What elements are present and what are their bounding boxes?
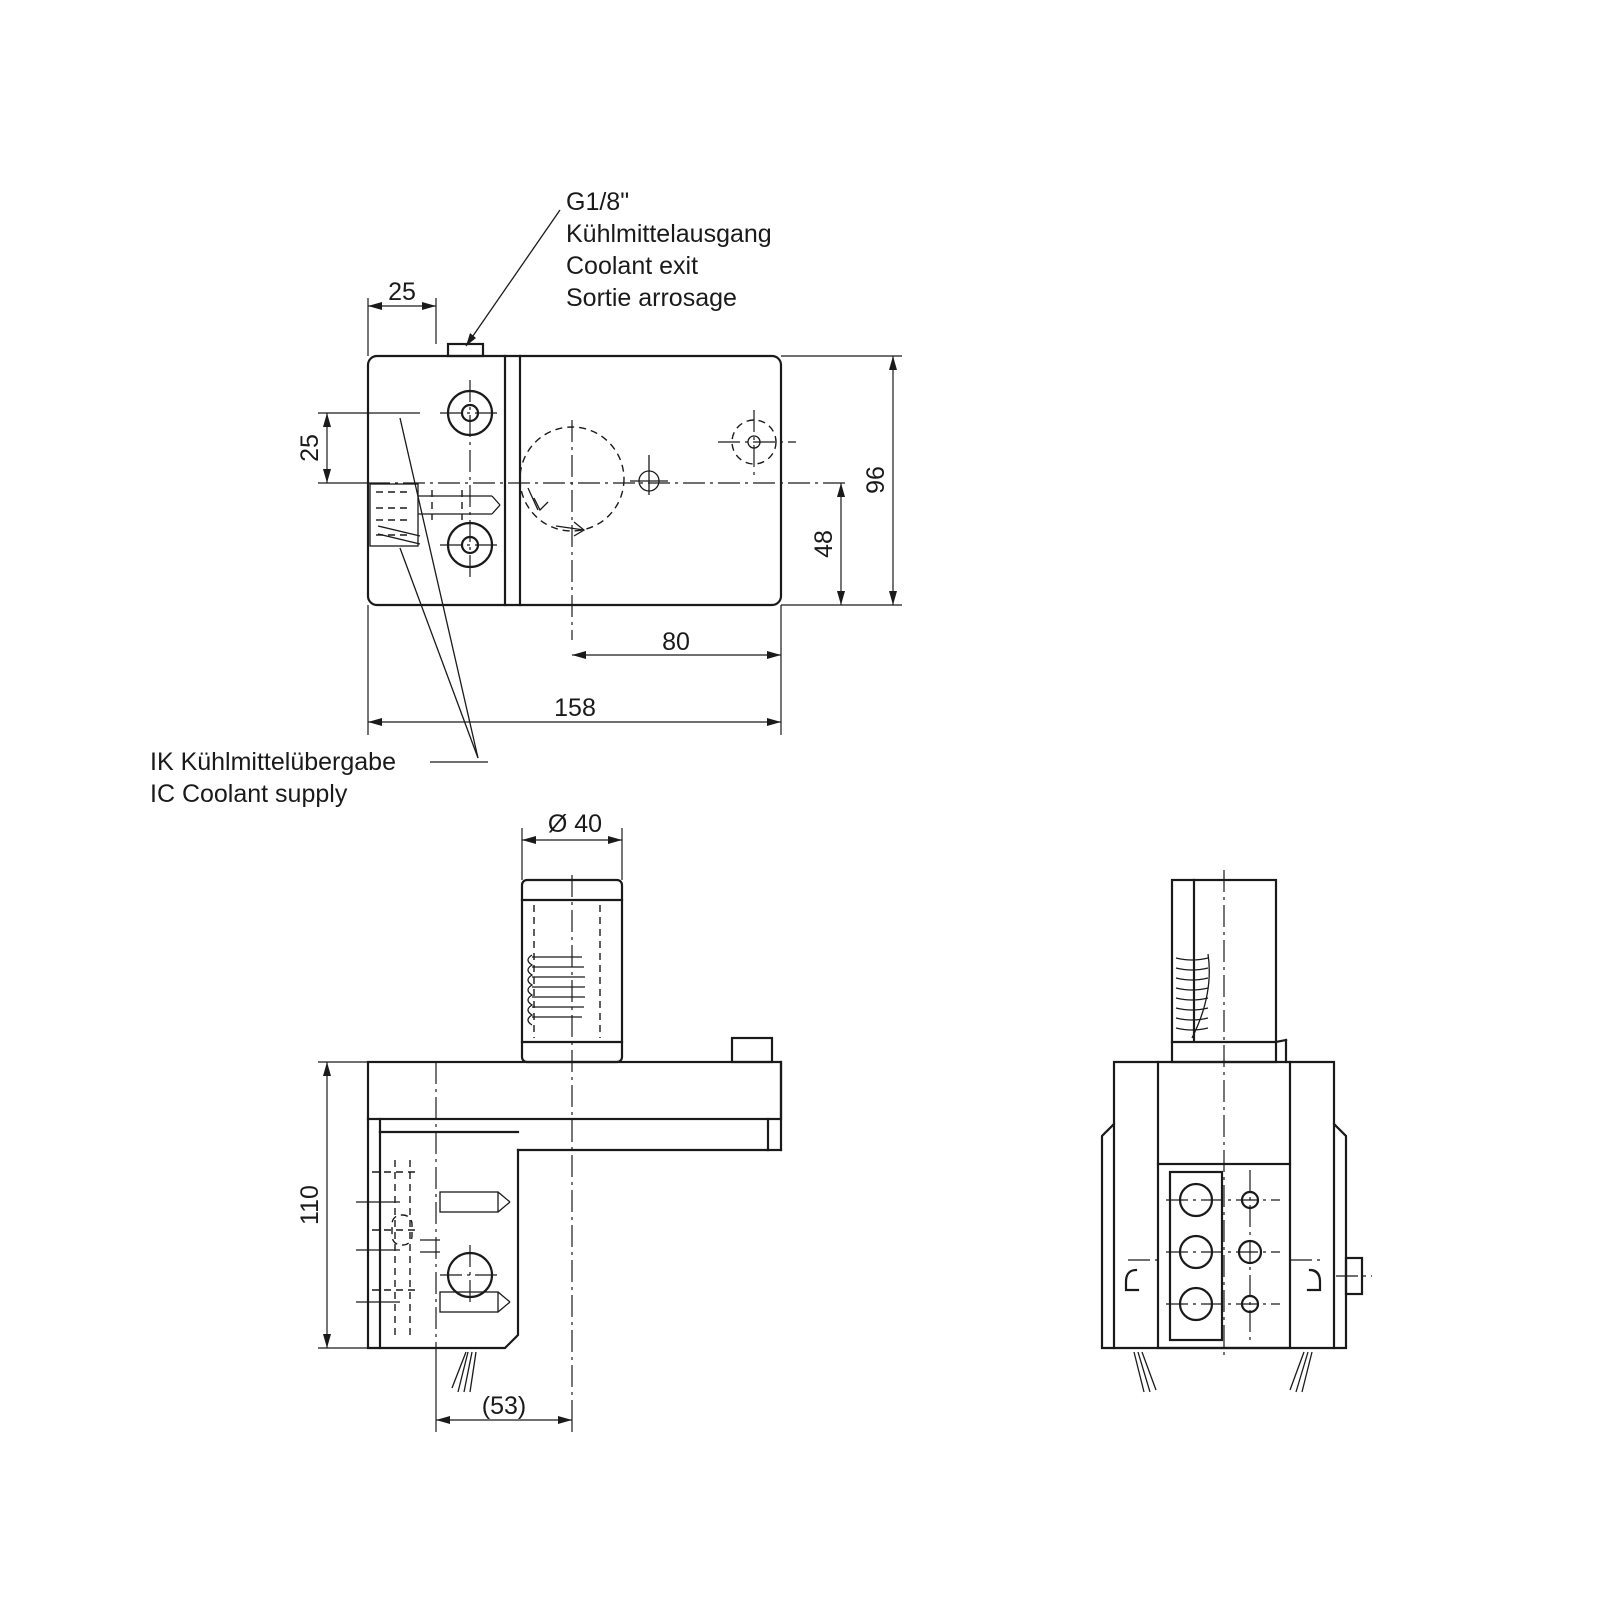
dim-80: 80 — [662, 628, 690, 656]
dim-shank-diameter: Ø 40 — [548, 810, 602, 838]
coolant-exit-port — [446, 342, 485, 358]
coolant-port-hidden — [731, 419, 777, 465]
front-view: Ø 40 110 (53) — [296, 810, 783, 1432]
dim-110: 110 — [296, 1185, 324, 1225]
coolant-supply-en: IC Coolant supply — [150, 780, 348, 808]
top-view: 25 25 96 48 80 158 — [296, 209, 902, 763]
dim-158: 158 — [554, 694, 596, 722]
coolant-exit-de: Kühlmittelausgang — [566, 220, 772, 248]
dim-25-top: 25 — [388, 278, 416, 306]
dim-25-left: 25 — [296, 434, 324, 462]
top-view-body — [366, 354, 783, 607]
side-view-port-block — [1168, 1170, 1224, 1342]
dim-96: 96 — [862, 466, 890, 494]
coolant-supply-annotation: IK Kühlmittelübergabe IC Coolant supply — [150, 748, 396, 808]
coolant-exit-fr: Sortie arrosage — [566, 284, 737, 312]
coolant-exit-thread: G1/8" — [566, 188, 629, 216]
dim-53: (53) — [482, 1392, 526, 1420]
dim-48: 48 — [810, 530, 838, 558]
side-view — [1100, 870, 1372, 1393]
coolant-supply-de: IK Kühlmittelübergabe — [150, 748, 396, 776]
front-view-lower-body — [366, 1117, 520, 1350]
shank-hidden-circle — [519, 426, 625, 532]
front-view-top-bar — [366, 1060, 783, 1121]
coolant-exit-en: Coolant exit — [566, 252, 698, 280]
coolant-exit-annotation: G1/8" Kühlmittelausgang Coolant exit Sor… — [566, 188, 772, 312]
side-view-body — [1100, 1060, 1348, 1350]
